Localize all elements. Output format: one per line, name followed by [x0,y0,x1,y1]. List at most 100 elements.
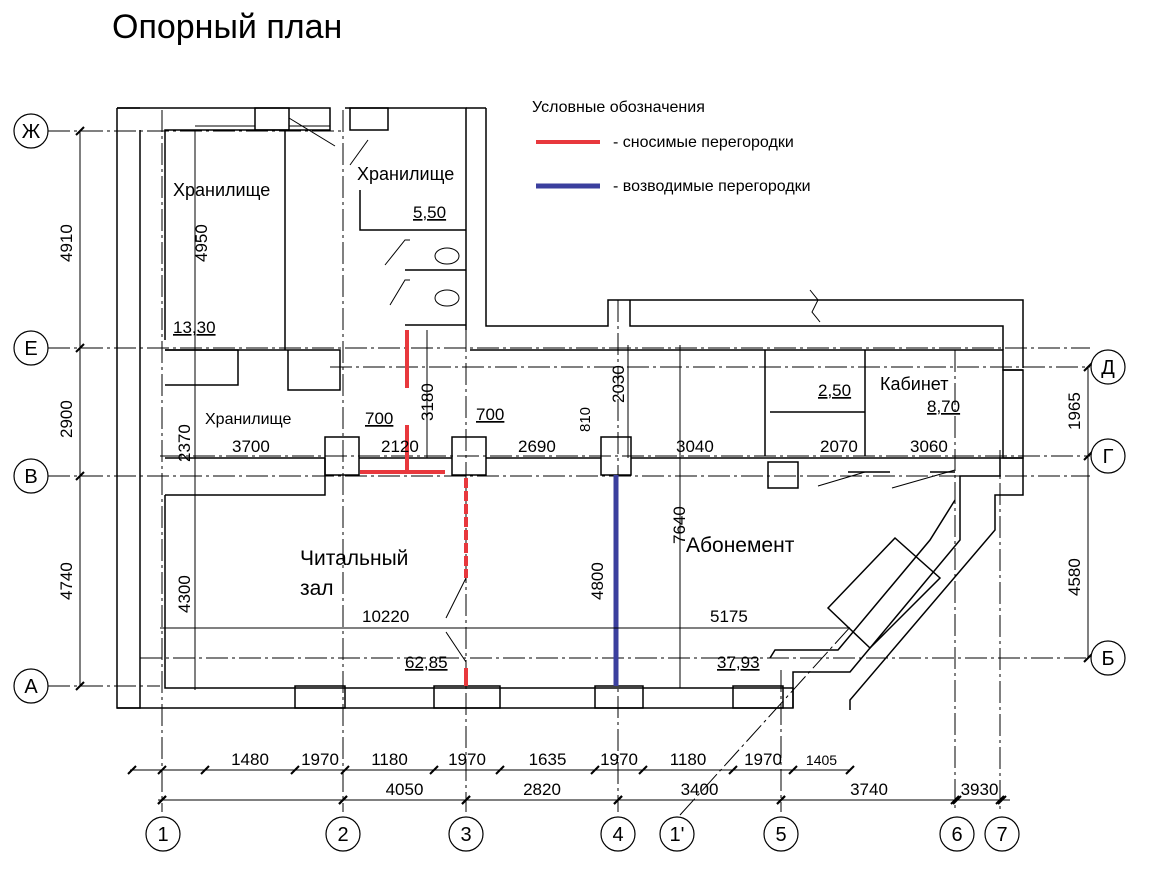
room-name-reading-hall-2: зал [300,577,334,600]
dim-label: 810 [577,407,594,432]
diagonal-bay [826,536,942,650]
axis-marker-6 [939,816,975,852]
dim-label: 7640 [670,506,689,544]
dimension-lines [75,126,1093,805]
dim-label: 4740 [57,562,76,600]
dim-label: 4910 [57,224,76,262]
axis-marker-zh [13,113,49,149]
dim-tick [338,795,348,805]
east-wall-mid [485,108,625,327]
legend-label-demolished: - сносимые перегородки [613,134,794,151]
axis-marker-b [1090,640,1126,676]
room-area-storage-left: 13,30 [173,318,216,337]
axis-markers: Ж Е В А Д Г Б 1 2 3 4 1' 5 6 7 [13,113,1126,852]
room-area-small: 2,50 [818,381,851,400]
door-swing-red [445,577,467,663]
axis-marker-5 [763,816,799,852]
dim-label: 2370 [175,424,194,462]
partition-v [165,458,326,496]
axis-label-b: Б [1101,648,1114,670]
dim-label: 4950 [192,224,211,262]
north-wall-left [117,107,331,340]
walls [116,107,1024,710]
dim-label: 700 [365,409,393,428]
north-wall-right-inner [629,300,1004,350]
diagonal-inner [769,499,956,659]
dim-tick [127,765,137,775]
room-name-reading-hall-1: Читальный [300,547,408,570]
dim-tick [845,765,855,775]
axis-label-1: 1 [157,824,168,846]
dim-tick [788,765,798,775]
room-area-office: 8,70 [927,397,960,416]
dim-label: 3740 [850,780,888,799]
dim-label: 5175 [710,607,748,626]
axis-marker-d [1090,349,1126,385]
dim-tick [75,343,85,353]
axis-marker-e [13,330,49,366]
axis-marker-3 [448,816,484,852]
dim-label: 1970 [600,750,638,769]
axis-label-zh: Ж [22,121,41,143]
dim-label: 3180 [418,383,437,421]
axis-marker-1 [145,816,181,852]
room-name-office: Кабинет [880,374,948,394]
dim-tick [613,795,623,805]
dim-label: 3040 [676,437,714,456]
dim-tick [157,795,167,805]
window-top-left [254,107,290,131]
diagonal-wall [792,457,1024,710]
break-line [809,289,821,323]
room-area-reading-hall: 62,85 [405,653,448,672]
axis-label-4: 4 [612,824,623,846]
room-labels: Хранилище 13,30 Хранилище 5,50 Хранилище… [173,164,960,672]
dim-tick [997,795,1007,805]
dim-tick [340,765,350,775]
axis-marker-v [13,458,49,494]
axis-label-7: 7 [996,824,1007,846]
axis-label-g: Г [1103,446,1114,468]
toilet-icon [434,247,460,265]
door-swing [349,139,369,166]
dim-tick [75,681,85,691]
column-2 [324,436,360,476]
dim-label: 1180 [670,750,707,769]
axis-label-1prime: 1' [670,824,685,846]
room-area-storage-top: 5,50 [413,203,446,222]
window-east [1002,369,1024,459]
dim-tick [200,765,210,775]
dim-label: 700 [476,405,504,424]
axis-marker-a [13,668,49,704]
room-name-storage-left: Хранилище [173,180,270,200]
dim-tick [75,126,85,136]
dim-label: 4800 [588,562,607,600]
dim-label: 2820 [523,780,561,799]
dim-label: 3060 [910,437,948,456]
room-area-subscription: 37,93 [717,653,760,672]
dim-label: 4580 [1065,558,1084,596]
column-block [165,349,341,391]
dim-label: 1405 [806,752,837,768]
dim-tick [429,765,439,775]
dim-label: 2030 [609,365,628,403]
window-south-2 [433,685,501,709]
axis-label-e: Е [24,338,37,360]
axis-label-3: 3 [460,824,471,846]
dimension-labels: 4910 2900 4740 4950 2370 4300 3180 2030 … [57,224,1084,626]
dim-label: 4050 [386,780,424,799]
dim-tick [950,795,960,805]
axis-marker-2 [325,816,361,852]
axis-marker-7 [984,816,1020,852]
dim-tick [776,795,786,805]
plan-title: Опорный план [112,8,342,46]
dim-tick [952,795,962,805]
dim-label: 2690 [518,437,556,456]
axis-label-6: 6 [951,824,962,846]
axis-label-a: А [24,676,38,698]
door-swing [288,117,336,147]
north-wall-right [625,299,1024,368]
north-wall-mid [345,107,467,330]
partitions [360,330,619,686]
